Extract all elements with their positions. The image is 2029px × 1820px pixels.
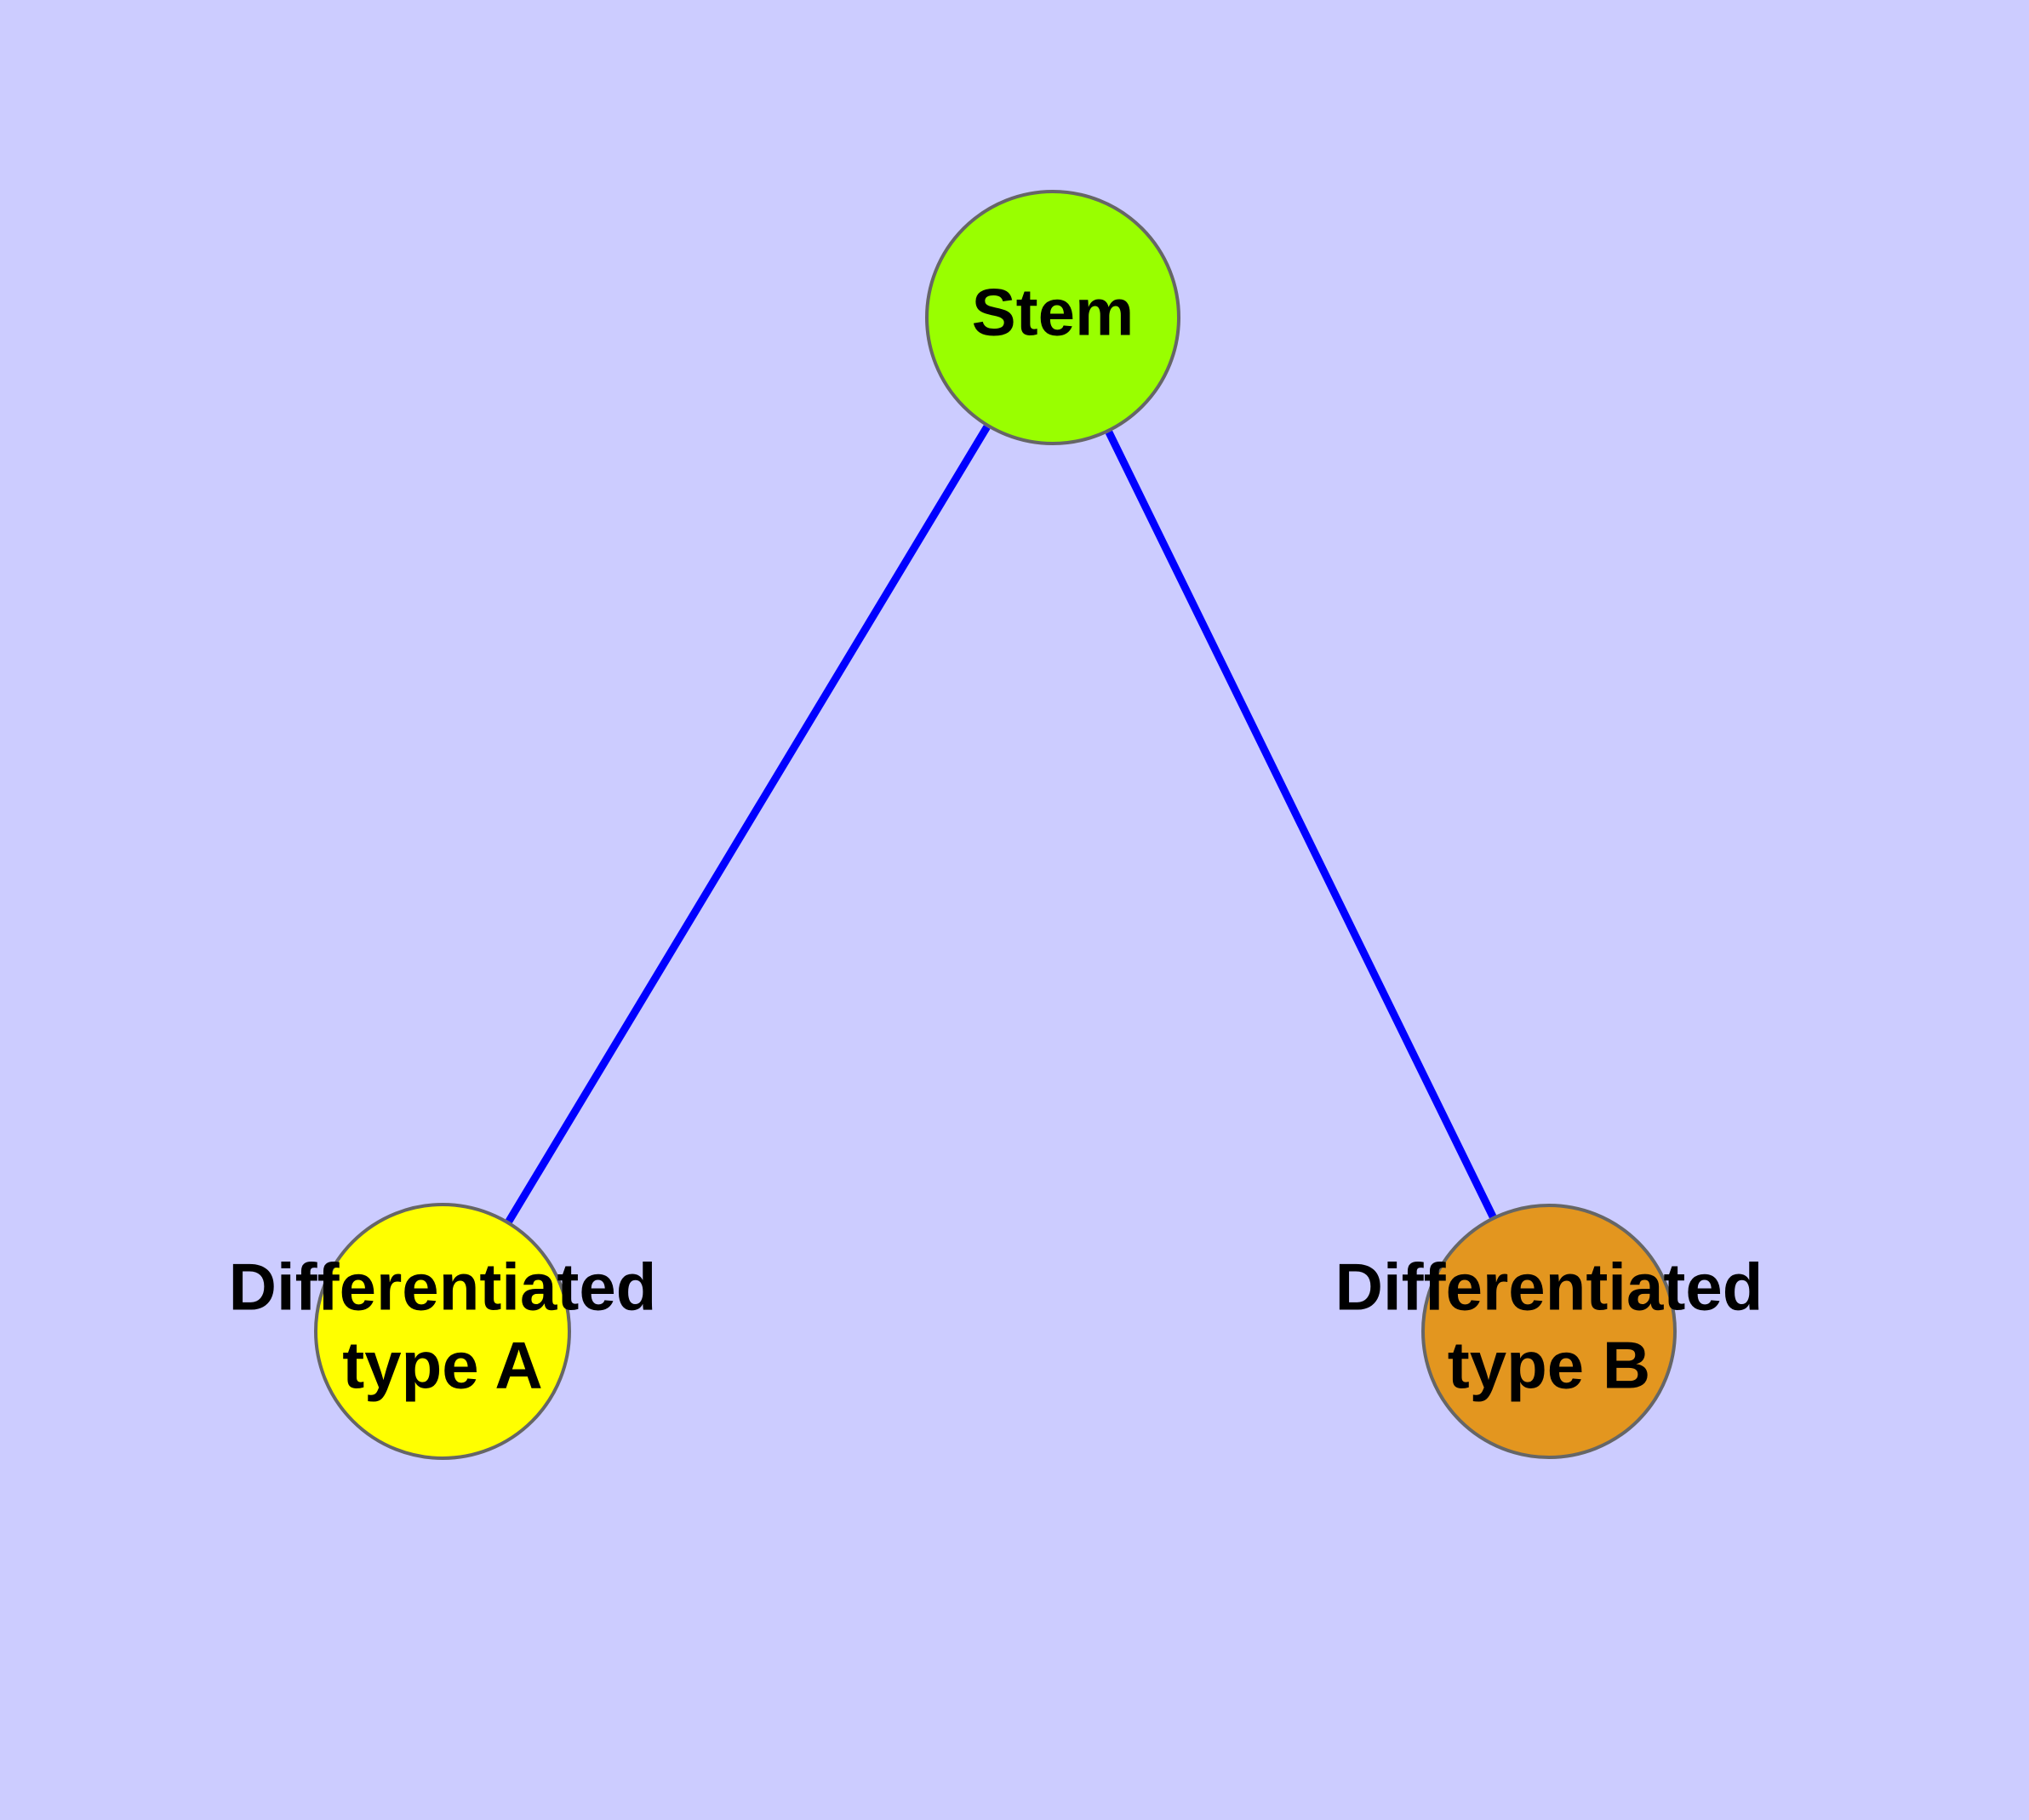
edge-stem-diff-a[interactable] bbox=[506, 425, 991, 1223]
node-diff_a[interactable] bbox=[314, 1203, 571, 1460]
node-diff_b[interactable] bbox=[1421, 1204, 1677, 1459]
edge-stem-diff-b[interactable] bbox=[1105, 430, 1497, 1219]
node-label-line: Stem bbox=[972, 275, 1135, 350]
node-label-line: Differentiated bbox=[1335, 1250, 1763, 1325]
node-label-line: type A bbox=[342, 1328, 543, 1403]
node-label-line: Differentiated bbox=[229, 1250, 657, 1325]
edges-layer bbox=[506, 425, 1497, 1223]
node-label-line: type B bbox=[1448, 1328, 1650, 1403]
node-stem[interactable] bbox=[925, 190, 1180, 445]
node-label-stem: Stem bbox=[972, 275, 1135, 350]
nodes-layer bbox=[314, 190, 1677, 1460]
